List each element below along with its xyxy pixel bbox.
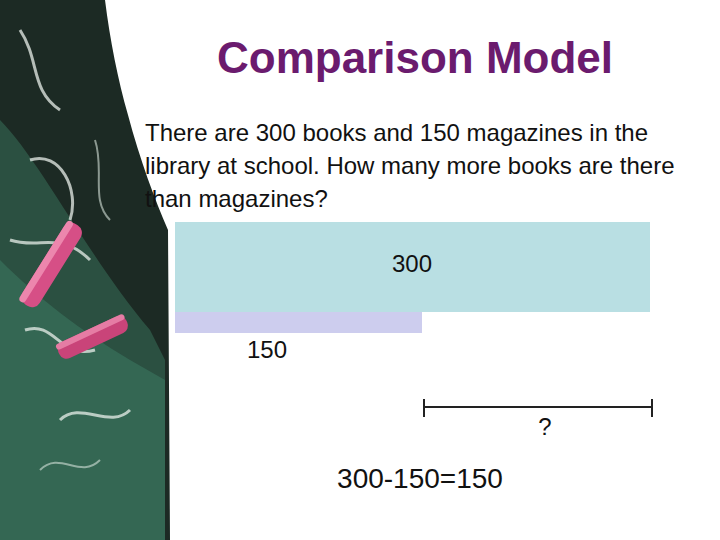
- chalkboard-smudge: [0, 120, 165, 540]
- books-bar: 300: [175, 222, 650, 312]
- difference-bracket: [424, 399, 652, 417]
- chalk-scribble: [40, 140, 110, 470]
- magazines-bar: 150: [175, 312, 422, 333]
- chalkboard: [0, 0, 170, 540]
- bar-value: 150: [247, 337, 287, 363]
- word-problem: There are 300 books and 150 magazines in…: [145, 116, 685, 215]
- slide-title: Comparison Model: [0, 33, 720, 83]
- unknown-mark: ?: [520, 414, 570, 440]
- bar-value: 300: [392, 251, 432, 277]
- equation: 300-150=150: [260, 462, 580, 496]
- pink-chalk: [18, 219, 85, 310]
- pink-chalk: [55, 313, 131, 361]
- chalk-scribble: [10, 30, 130, 420]
